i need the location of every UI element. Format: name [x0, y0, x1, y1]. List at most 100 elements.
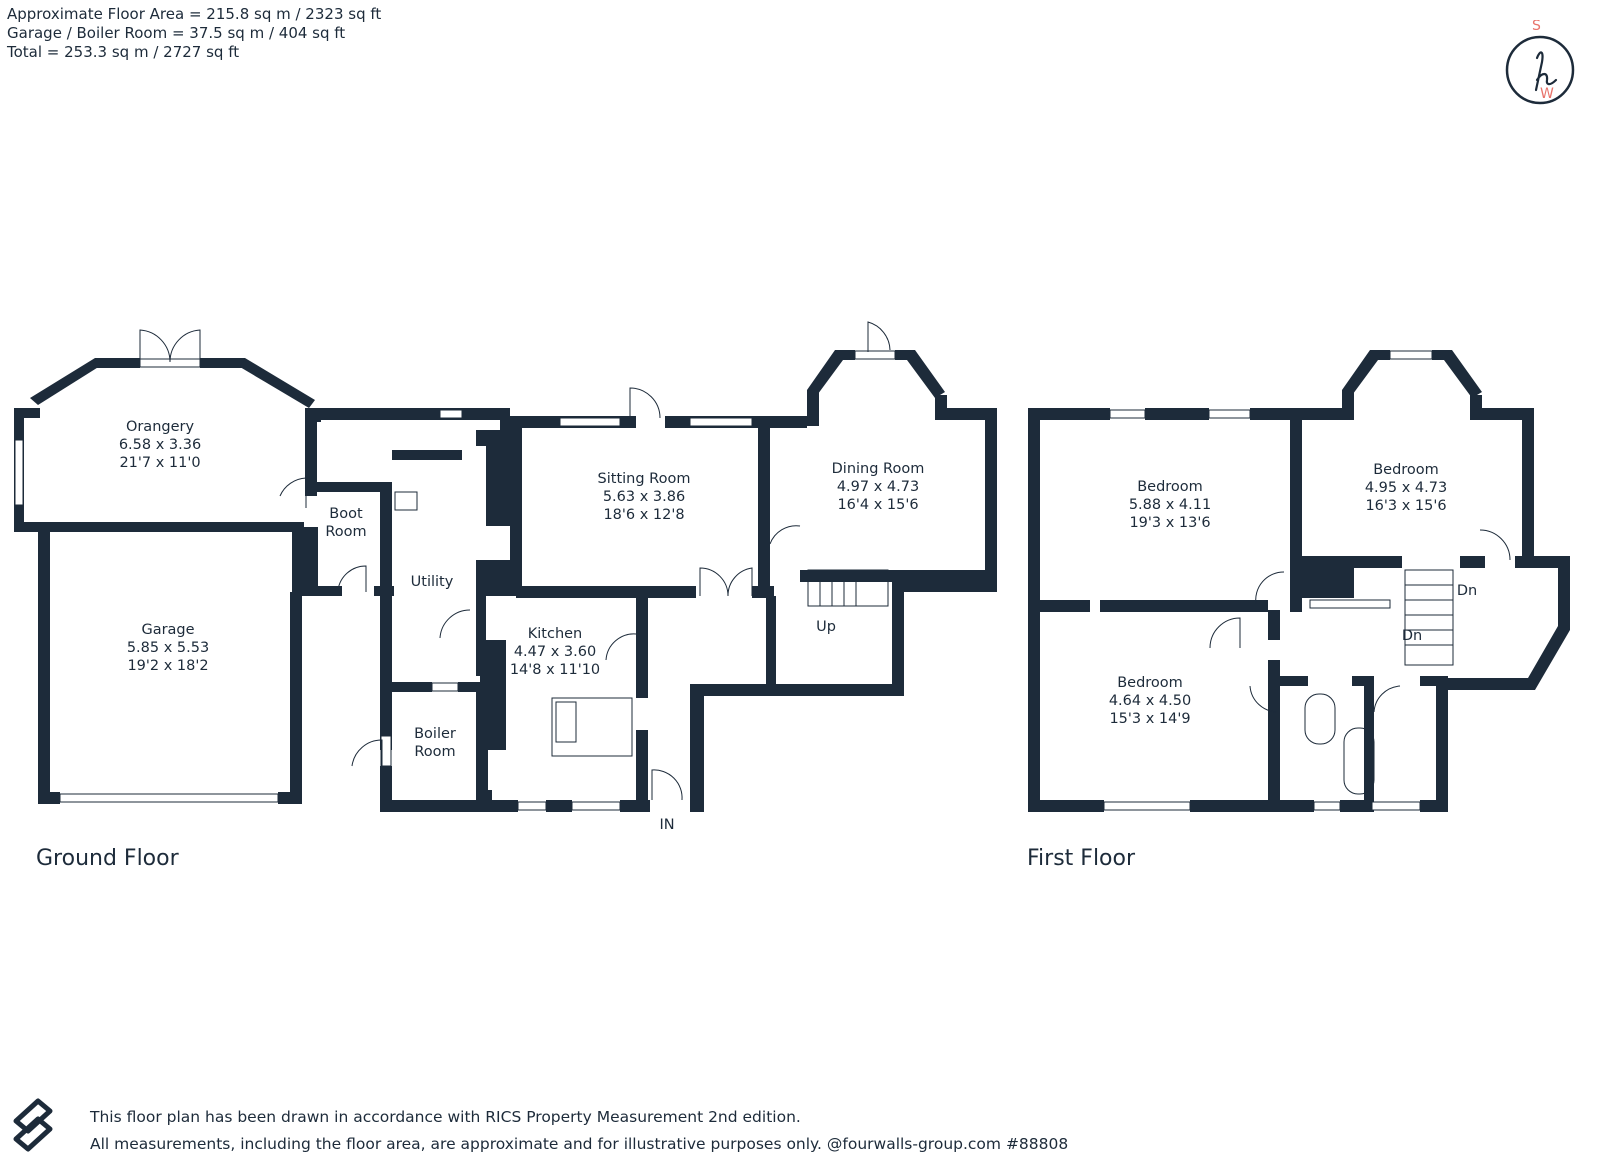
- boiler-room-line2: Room: [414, 744, 455, 760]
- wall: [1290, 416, 1302, 612]
- wall: [1440, 556, 1570, 690]
- window: [571, 801, 621, 811]
- room-labels: Orangery 6.58 x 3.36 21'7 x 11'0 Garage …: [119, 419, 1477, 833]
- door: [279, 477, 307, 508]
- wall: [758, 428, 770, 596]
- kitchen-island: [551, 697, 633, 757]
- wall: [1190, 800, 1300, 812]
- boot-room-line1: Boot: [329, 506, 363, 522]
- bath-icon: [1304, 693, 1336, 745]
- door: [605, 633, 637, 661]
- wall: [1470, 408, 1534, 420]
- boot-room-line2: Room: [325, 524, 366, 540]
- wall: [1364, 676, 1374, 812]
- door: [1479, 529, 1511, 561]
- wall: [292, 527, 318, 595]
- door: [769, 525, 801, 545]
- wall: [480, 640, 506, 750]
- windows: [14, 350, 1433, 811]
- stairs-down-label-2: Dn: [1402, 628, 1422, 644]
- window: [1103, 801, 1191, 811]
- wall: [1255, 600, 1267, 610]
- wall: [458, 682, 488, 692]
- stairs-down-label-1: Dn: [1457, 583, 1477, 599]
- window: [1313, 801, 1341, 811]
- window: [439, 409, 463, 419]
- wall: [895, 350, 945, 398]
- wall: [1100, 600, 1268, 612]
- bedroom1-metric: 5.88 x 4.11: [1129, 497, 1211, 513]
- wall: [380, 766, 392, 806]
- wall: [476, 430, 516, 446]
- wall: [290, 592, 302, 804]
- wall: [1145, 408, 1209, 420]
- bedroom3-name: Bedroom: [1117, 675, 1183, 691]
- bedroom2-metric: 4.95 x 4.73: [1365, 480, 1447, 496]
- orangery-name: Orangery: [126, 419, 195, 435]
- wall: [380, 590, 392, 750]
- compass-s: S: [1532, 20, 1541, 34]
- utility-name: Utility: [411, 574, 454, 590]
- stairs: [1404, 569, 1454, 666]
- window: [14, 439, 24, 506]
- wall: [892, 580, 904, 696]
- wall: [476, 586, 516, 596]
- bedroom2-name: Bedroom: [1373, 462, 1439, 478]
- wall: [30, 358, 100, 405]
- door: [1249, 685, 1279, 713]
- wall: [1302, 568, 1354, 598]
- wall: [486, 800, 518, 812]
- wall: [516, 586, 696, 598]
- sitting-room-metric: 5.63 x 3.86: [603, 489, 685, 505]
- wall: [317, 482, 383, 492]
- wall: [1436, 676, 1448, 812]
- wall: [1250, 408, 1342, 420]
- wall: [636, 730, 648, 812]
- wall: [476, 596, 486, 676]
- sitting-room-imperial: 18'6 x 12'8: [603, 507, 684, 523]
- footer-line-disclaimer: All measurements, including the floor ar…: [90, 1135, 1069, 1153]
- compass-w: W: [1540, 86, 1554, 102]
- wall: [1028, 408, 1110, 420]
- bedroom1-imperial: 19'3 x 13'6: [1129, 515, 1210, 531]
- bedroom3-metric: 4.64 x 4.50: [1109, 693, 1191, 709]
- wall: [1268, 660, 1280, 812]
- door: [169, 329, 201, 363]
- wall: [1028, 408, 1040, 812]
- entrance-door: [651, 769, 683, 801]
- garage-imperial: 19'2 x 18'2: [127, 658, 208, 674]
- door: [629, 387, 661, 419]
- wall: [200, 358, 245, 368]
- wall: [1420, 676, 1448, 686]
- bedroom1-name: Bedroom: [1137, 479, 1203, 495]
- bedroom2-imperial: 16'3 x 15'6: [1365, 498, 1446, 514]
- door: [867, 321, 891, 352]
- sitting-room-name: Sitting Room: [598, 471, 691, 487]
- wall: [1342, 350, 1390, 398]
- wall: [752, 586, 774, 598]
- footer-line-rics: This floor plan has been drawn in accord…: [90, 1108, 801, 1126]
- wall: [546, 800, 572, 812]
- fourwalls-logo-icon: [13, 1098, 53, 1152]
- wall: [38, 792, 60, 804]
- walls: [14, 350, 1570, 812]
- wall: [800, 570, 997, 582]
- wall: [14, 522, 304, 532]
- door: [699, 567, 753, 597]
- door: [1255, 571, 1285, 605]
- wall: [636, 598, 648, 698]
- wall: [1342, 390, 1354, 420]
- wall: [38, 527, 50, 802]
- window: [1371, 801, 1421, 811]
- window: [1389, 350, 1433, 360]
- wall: [305, 408, 510, 420]
- wall: [766, 596, 776, 684]
- wall: [1460, 556, 1485, 568]
- window: [380, 735, 392, 767]
- wall: [510, 420, 522, 596]
- wall: [374, 586, 394, 596]
- first-floor-title: First Floor: [1027, 846, 1136, 871]
- wall: [302, 586, 342, 596]
- bath-icon: [1343, 727, 1375, 795]
